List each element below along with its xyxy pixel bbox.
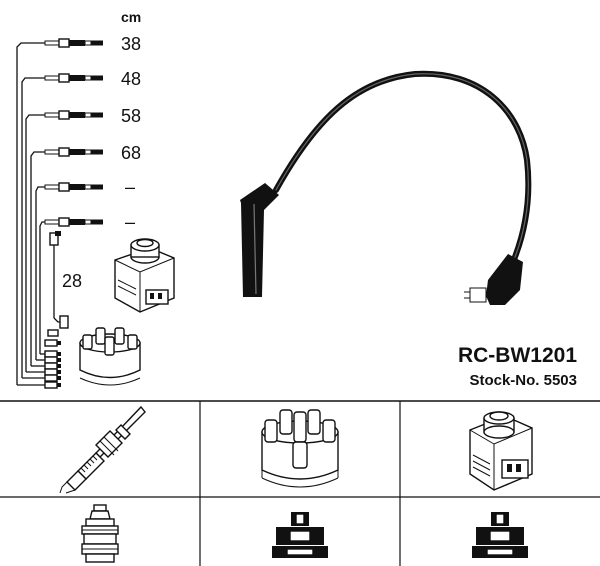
long-ignition-lead [240,70,532,305]
component-table [0,400,600,566]
lead-row-6 [44,217,103,227]
lead-row-4 [44,147,103,157]
lead-row-3 [44,110,103,120]
lead-length-6: – [125,212,135,232]
lead-bundle [16,42,45,386]
distributor-cap-icon [261,409,339,488]
lead-row-5 [44,182,103,192]
distributor-cap-small-icon [79,327,141,386]
coil-lead [47,231,69,337]
lead-length-4: 68 [121,143,141,163]
ignition-coil-small-icon [114,238,175,313]
lead-length-1: 38 [121,34,141,54]
stock-number: Stock-No. 5503 [469,372,577,389]
lead-row-1 [44,38,103,48]
lead-row-2 [44,73,103,83]
spark-plug-icon [59,405,146,494]
lead-length-5: – [125,177,135,197]
ignition-coil-icon [469,411,533,491]
bundle-terminals [44,339,61,389]
cap-terminal-icon [272,512,328,558]
coil-terminal-icon [472,512,528,558]
plug-terminal-icon [81,504,119,563]
lead-length-3: 58 [121,106,141,126]
coil-lead-length: 28 [62,271,82,291]
part-number: RC-BW1201 [458,344,577,367]
unit-label: cm [121,9,141,25]
lead-length-2: 48 [121,69,141,89]
